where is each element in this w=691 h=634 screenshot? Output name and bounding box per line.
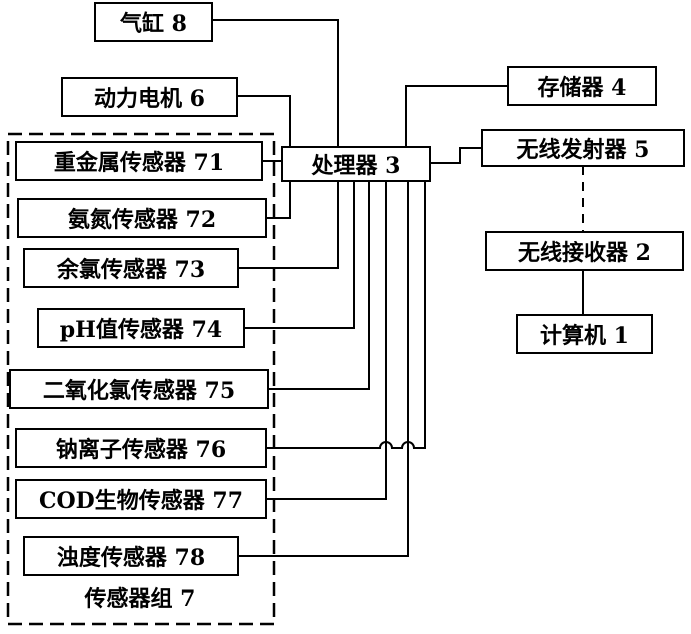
computer-box: 计算机 1 bbox=[517, 315, 652, 353]
sensor-74-box: pH值传感器 74 bbox=[38, 309, 244, 347]
receiver-label: 无线接收器 2 bbox=[518, 240, 651, 266]
motor-box: 动力电机 6 bbox=[62, 78, 237, 116]
wire-transmitter bbox=[430, 148, 482, 163]
sensor-78-label: 浊度传感器 78 bbox=[57, 545, 205, 571]
sensor-76-label: 钠离子传感器 76 bbox=[56, 437, 226, 463]
sensor-72-label: 氨氮传感器 72 bbox=[68, 207, 216, 233]
storage-label: 存储器 4 bbox=[538, 75, 627, 101]
sensor-77-box: COD生物传感器 77 bbox=[16, 480, 266, 518]
sensor-75-label: 二氧化氯传感器 75 bbox=[43, 378, 235, 404]
sensor-72-box: 氨氮传感器 72 bbox=[18, 199, 266, 237]
receiver-box: 无线接收器 2 bbox=[486, 232, 683, 270]
wire-sensor-76 bbox=[266, 181, 425, 448]
sensor-group-label: 传感器组 7 bbox=[84, 586, 196, 612]
cylinder-label: 气缸 8 bbox=[119, 11, 187, 37]
processor-label: 处理器 3 bbox=[311, 153, 401, 179]
storage-box: 存储器 4 bbox=[508, 67, 656, 105]
sensor-71-box: 重金属传感器 71 bbox=[16, 142, 262, 180]
cylinder-box: 气缸 8 bbox=[95, 3, 212, 41]
motor-label: 动力电机 6 bbox=[94, 86, 205, 112]
sensor-75-box: 二氧化氯传感器 75 bbox=[10, 370, 268, 408]
sensor-73-box: 余氯传感器 73 bbox=[24, 249, 238, 287]
sensor-77-label: COD生物传感器 77 bbox=[39, 488, 243, 514]
sensor-71-label: 重金属传感器 71 bbox=[54, 150, 224, 176]
sensor-74-label: pH值传感器 74 bbox=[60, 317, 222, 343]
sensor-73-label: 余氯传感器 73 bbox=[56, 257, 205, 283]
processor-box: 处理器 3 bbox=[282, 147, 430, 181]
sensor-76-box: 钠离子传感器 76 bbox=[16, 429, 266, 467]
wire-motor bbox=[237, 96, 290, 147]
wire-sensor-72 bbox=[266, 181, 290, 218]
computer-label: 计算机 1 bbox=[540, 323, 629, 349]
transmitter-box: 无线发射器 5 bbox=[482, 130, 684, 166]
sensor-78-box: 浊度传感器 78 bbox=[24, 537, 238, 575]
transmitter-label: 无线发射器 5 bbox=[517, 137, 650, 163]
